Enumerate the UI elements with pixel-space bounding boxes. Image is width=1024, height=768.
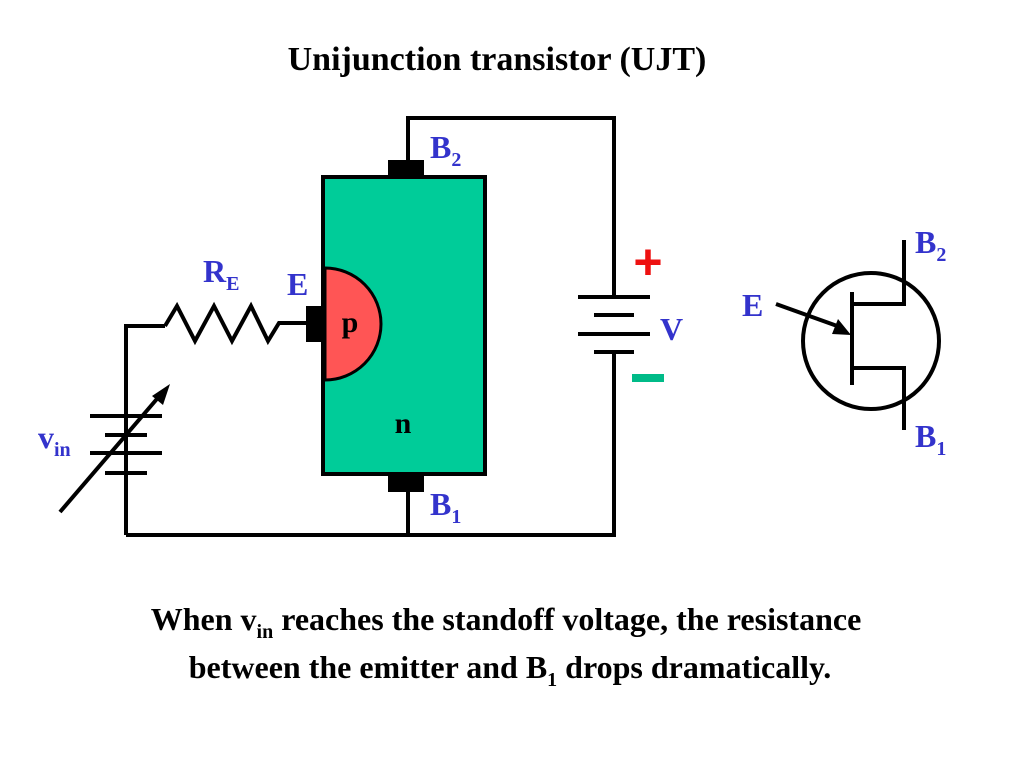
vin-variable-arrow-shaft (58, 391, 164, 514)
re-label: RE (203, 253, 239, 295)
p-label: p (342, 306, 359, 339)
symbol-b1-label: B1 (915, 418, 946, 460)
page-title: Unijunction transistor (UJT) (288, 41, 707, 78)
vin-variable-arrow-head (152, 384, 170, 405)
emitter-resistor (163, 301, 310, 346)
battery-v (578, 295, 650, 354)
b2-terminal (388, 160, 424, 177)
vin-label: vin (38, 419, 71, 461)
wire-battery-to-bottom (126, 352, 616, 537)
n-label: n (395, 407, 412, 440)
wire-vin-to-resistor (124, 324, 165, 473)
emitter-label: E (287, 266, 308, 302)
symbol-circle (801, 271, 941, 411)
plus-sign: + (633, 234, 662, 290)
circuit-wiring (124, 116, 616, 537)
v-label: V (660, 311, 683, 347)
p-region (323, 266, 383, 382)
symbol-b2-label: B2 (915, 224, 946, 266)
b2-label: B2 (430, 129, 461, 171)
symbol-emitter-lead (775, 302, 841, 329)
caption-line-1: When vin reaches the standoff voltage, t… (151, 601, 862, 643)
caption-line-2: between the emitter and B1 drops dramati… (189, 649, 832, 691)
symbol-e-label: E (742, 287, 763, 323)
ujt-schematic-symbol (775, 240, 941, 430)
symbol-b1-lead (852, 366, 906, 430)
b1-terminal (388, 474, 424, 492)
symbol-b2-lead (852, 240, 906, 306)
wire-b2-to-battery (406, 116, 616, 297)
b1-label: B1 (430, 486, 461, 528)
minus-sign (632, 374, 664, 382)
variable-source-vin (58, 391, 164, 514)
symbol-emitter-arrow-icon (832, 319, 851, 335)
emitter-terminal (306, 306, 324, 342)
